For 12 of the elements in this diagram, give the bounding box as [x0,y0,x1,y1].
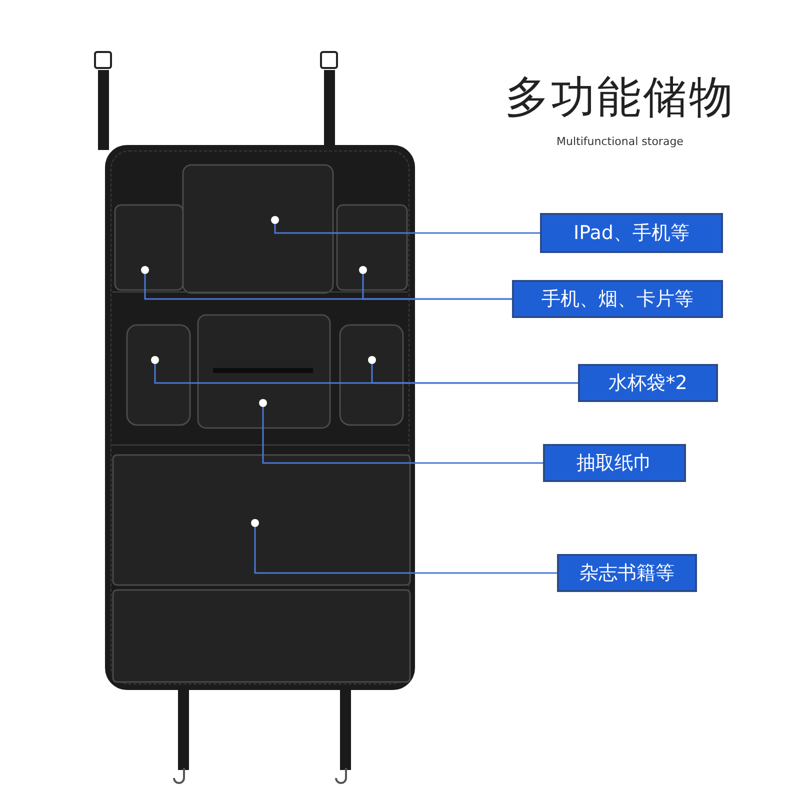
callout-label: 水杯袋*2 [578,364,718,402]
leader-line [371,364,578,384]
callout-label: 抽取纸巾 [543,444,686,482]
leader-line [362,274,512,300]
title: 多功能储物 [504,71,736,125]
subtitle: Multifunctional storage [556,135,684,148]
callout-label: IPad、手机等 [540,213,723,253]
callout-label: 杂志书籍等 [557,554,697,592]
leader-line [254,527,557,574]
leader-line [274,224,540,234]
callout-label: 手机、烟、卡片等 [512,280,723,318]
leader-line [262,407,543,464]
